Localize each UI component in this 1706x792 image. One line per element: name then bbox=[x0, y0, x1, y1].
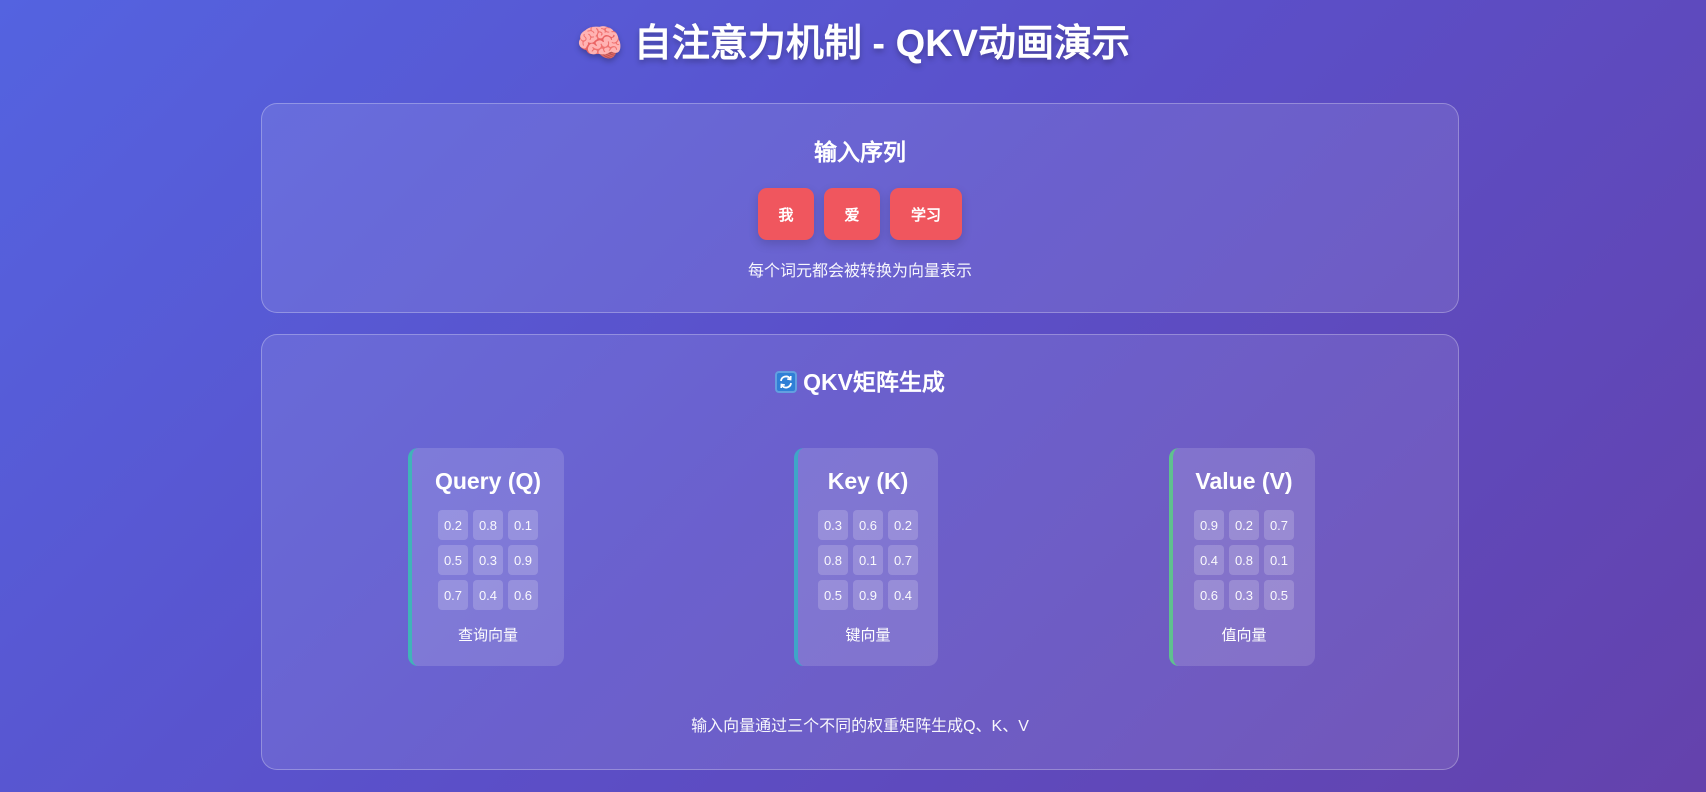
matrix-cell: 0.5 bbox=[438, 545, 468, 575]
matrix-cell: 0.7 bbox=[1264, 510, 1294, 540]
matrix-cell: 0.6 bbox=[853, 510, 883, 540]
matrix-cell: 0.2 bbox=[438, 510, 468, 540]
token-list: 我 爱 学习 bbox=[262, 188, 1458, 240]
matrix-cell: 0.6 bbox=[1194, 580, 1224, 610]
query-matrix: 0.2 0.8 0.1 0.5 0.3 0.9 0.7 0.4 0.6 bbox=[412, 510, 564, 610]
qkv-generation-heading-row: QKV矩阵生成 bbox=[262, 367, 1458, 397]
matrix-cell: 0.9 bbox=[1194, 510, 1224, 540]
input-sequence-heading: 输入序列 bbox=[814, 139, 906, 165]
key-matrix: 0.3 0.6 0.2 0.8 0.1 0.7 0.5 0.9 0.4 bbox=[798, 510, 938, 610]
matrix-cell: 0.5 bbox=[818, 580, 848, 610]
matrix-cell: 0.9 bbox=[508, 545, 538, 575]
matrix-cell: 0.3 bbox=[1229, 580, 1259, 610]
query-card[interactable]: Query (Q) 0.2 0.8 0.1 0.5 0.3 0.9 0.7 0.… bbox=[408, 448, 564, 666]
query-card-caption: 查询向量 bbox=[457, 627, 518, 644]
matrix-cell: 0.1 bbox=[508, 510, 538, 540]
key-card-title: Key (K) bbox=[827, 468, 909, 494]
matrix-cell: 0.9 bbox=[853, 580, 883, 610]
value-matrix: 0.9 0.2 0.7 0.4 0.8 0.1 0.6 0.3 0.5 bbox=[1173, 510, 1315, 610]
page-title: 🧠 自注意力机制 - QKV动画演示 bbox=[576, 23, 1130, 65]
matrix-cell: 0.5 bbox=[1264, 580, 1294, 610]
matrix-cell: 0.8 bbox=[818, 545, 848, 575]
matrix-cell: 0.8 bbox=[1229, 545, 1259, 575]
key-card[interactable]: Key (K) 0.3 0.6 0.2 0.8 0.1 0.7 0.5 0.9 … bbox=[794, 448, 938, 666]
matrix-cell: 0.8 bbox=[473, 510, 503, 540]
matrix-cell: 0.4 bbox=[1194, 545, 1224, 575]
matrix-cell: 0.4 bbox=[473, 580, 503, 610]
qkv-generation-panel: QKV矩阵生成 Query (Q) 0.2 0.8 0.1 0.5 0.3 0.… bbox=[261, 334, 1459, 770]
matrix-cell: 0.1 bbox=[853, 545, 883, 575]
key-card-caption: 键向量 bbox=[845, 627, 891, 644]
matrix-cell: 0.6 bbox=[508, 580, 538, 610]
matrix-cell: 0.7 bbox=[888, 545, 918, 575]
token-chip[interactable]: 我 bbox=[758, 188, 814, 240]
matrix-cell: 0.1 bbox=[1264, 545, 1294, 575]
token-chip[interactable]: 学习 bbox=[890, 188, 962, 240]
sync-arrows-icon bbox=[775, 371, 798, 393]
matrix-cell: 0.3 bbox=[473, 545, 503, 575]
matrix-cell: 0.2 bbox=[888, 510, 918, 540]
qkv-generation-heading: QKV矩阵生成 bbox=[803, 369, 945, 395]
input-sequence-panel: 输入序列 我 爱 学习 每个词元都会被转换为向量表示 bbox=[261, 103, 1459, 313]
matrix-cell: 0.4 bbox=[888, 580, 918, 610]
query-card-title: Query (Q) bbox=[434, 468, 542, 494]
matrix-cell: 0.2 bbox=[1229, 510, 1259, 540]
qkv-generation-note: 输入向量通过三个不同的权重矩阵生成Q、K、V bbox=[691, 718, 1029, 735]
value-card-caption: 值向量 bbox=[1221, 627, 1267, 644]
matrix-cell: 0.3 bbox=[818, 510, 848, 540]
value-card-title: Value (V) bbox=[1195, 468, 1293, 494]
matrix-cell: 0.7 bbox=[438, 580, 468, 610]
input-sequence-note: 每个词元都会被转换为向量表示 bbox=[747, 263, 972, 280]
token-chip[interactable]: 爱 bbox=[824, 188, 880, 240]
value-card[interactable]: Value (V) 0.9 0.2 0.7 0.4 0.8 0.1 0.6 0.… bbox=[1169, 448, 1315, 666]
